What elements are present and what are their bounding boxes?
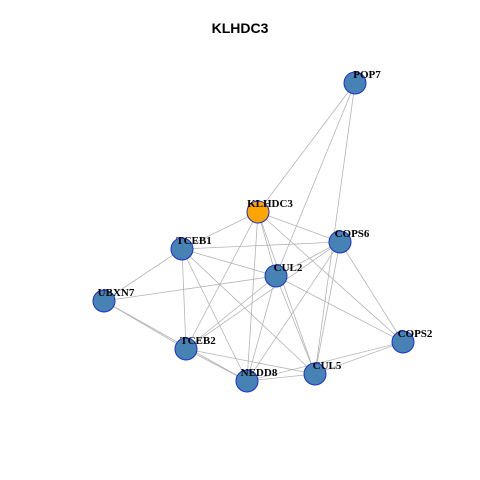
edge-klhdc3-cul5 [257,211,316,375]
node-label-tceb2: TCEB2 [180,335,216,347]
node-circle-pop7[interactable] [343,71,367,95]
edge-cul2-cops6 [275,241,341,277]
edge-klhdc3-cops6 [257,211,341,243]
node-circle-tceb2[interactable] [174,337,198,361]
edge-pop7-cul5 [314,82,356,375]
node-tceb1[interactable]: TCEB1 [170,235,212,261]
node-label-nedd8: NEDD8 [241,367,278,379]
edge-cul2-nedd8 [246,275,277,382]
edge-cops6-cops2 [339,241,404,343]
edge-klhdc3-pop7 [257,82,356,213]
edge-cops6-nedd8 [246,241,341,382]
node-circle-cul2[interactable] [264,264,288,288]
node-cul2[interactable]: CUL2 [264,262,303,288]
node-circle-cul5[interactable] [303,362,327,386]
edges-layer [103,82,404,382]
node-cops6[interactable]: COPS6 [328,228,370,254]
edge-tceb1-cul5 [181,248,316,375]
node-cops2[interactable]: COPS2 [391,328,433,354]
edge-klhdc3-cops2 [257,211,404,343]
edge-cul5-cops2 [314,341,404,375]
edge-cul2-cops2 [275,275,404,343]
edge-tceb1-cops6 [181,241,341,250]
edge-klhdc3-tceb1 [181,211,259,250]
edge-nedd8-cops2 [246,341,404,382]
node-cul5[interactable]: CUL5 [303,360,342,386]
node-circle-tceb1[interactable] [170,237,194,261]
node-nedd8[interactable]: NEDD8 [235,367,278,393]
node-label-tceb1: TCEB1 [176,235,211,247]
node-circle-ubxn7[interactable] [92,289,116,313]
edge-tceb1-cul2 [181,248,277,277]
node-circle-klhdc3[interactable] [246,200,270,224]
edge-tceb1-ubxn7 [103,248,183,302]
node-label-cul5: CUL5 [313,360,342,372]
node-circle-nedd8[interactable] [235,369,259,393]
edge-cul2-tceb2 [185,275,277,350]
node-label-cul2: CUL2 [274,262,303,274]
node-circle-cops6[interactable] [328,230,352,254]
edge-cops6-tceb2 [185,241,341,350]
node-label-cops2: COPS2 [398,328,433,340]
node-ubxn7[interactable]: UBXN7 [92,287,135,313]
edge-tceb1-nedd8 [181,248,248,382]
node-pop7[interactable]: POP7 [343,69,381,95]
edge-cul2-ubxn7 [103,275,277,302]
node-label-ubxn7: UBXN7 [98,287,135,299]
edge-tceb2-cul5 [185,348,316,375]
edge-cul2-cul5 [275,275,316,375]
edge-tceb1-tceb2 [181,248,187,350]
diagram-title: KLHDC3 [211,20,269,36]
node-klhdc3[interactable]: KLHDC3 [246,198,293,224]
edge-klhdc3-nedd8 [246,211,259,382]
node-tceb2[interactable]: TCEB2 [174,335,216,361]
node-circle-cops2[interactable] [391,330,415,354]
edge-cops6-cul5 [314,241,341,375]
edge-pop7-cul2 [275,82,356,277]
edge-ubxn7-nedd8 [103,300,248,382]
node-label-pop7: POP7 [353,69,381,81]
node-label-klhdc3: KLHDC3 [247,198,293,210]
node-label-cops6: COPS6 [335,228,370,240]
edge-klhdc3-tceb2 [185,211,259,350]
